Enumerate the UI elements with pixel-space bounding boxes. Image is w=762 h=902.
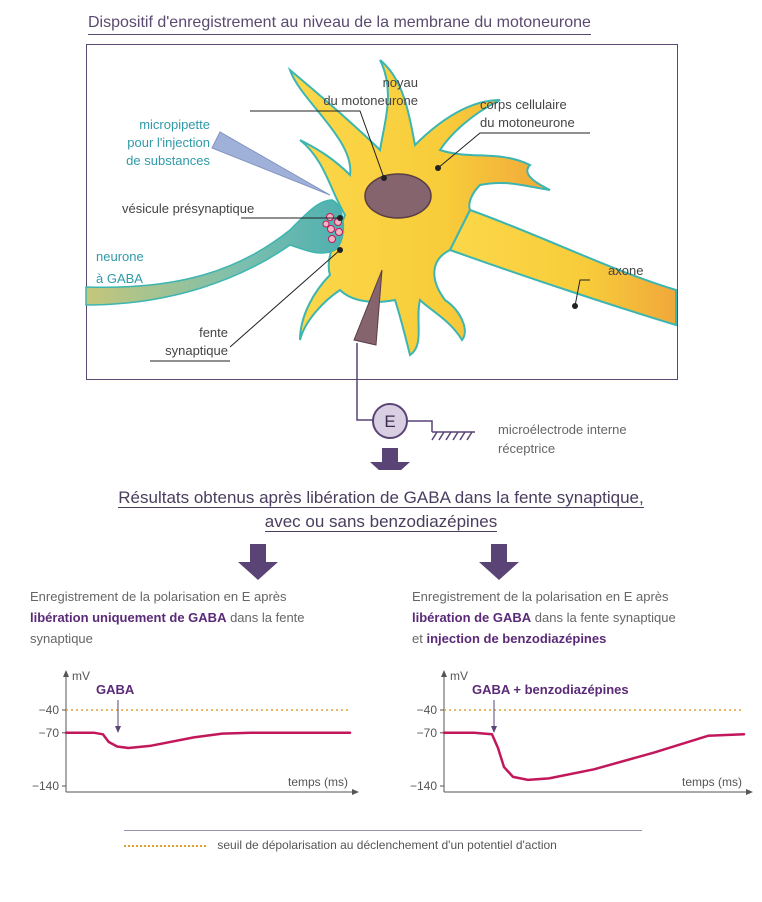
y-tick-label: −40 [39,703,60,717]
legend-divider [124,830,642,831]
y-tick-label: −140 [32,779,59,793]
annotation-gaba: GABA [96,682,135,697]
left-panel-description: Enregistrement de la polarisation en E a… [30,589,305,646]
results-line1: Résultats obtenus après libération de GA… [118,488,644,508]
ground-icon [431,431,475,441]
chart-left: mV temps (ms) −40 −70 −140 GABA [32,669,359,795]
arrow-down-icon [370,448,410,470]
potential-curve [64,731,352,750]
diagram-frame [86,44,678,380]
annotation-benzo: + benzodiazépines [510,682,629,697]
potential-curve [442,731,746,782]
y-tick-label: −140 [410,779,437,793]
x-axis-arrow-icon [746,789,753,795]
diagram-title: Dispositif d'enregistrement au niveau de… [88,14,591,35]
microelectrode [353,269,383,346]
gaba-arrow-head-icon [491,726,497,733]
label-vesicule: vésicule présynaptique [122,201,255,216]
x-axis-label: temps (ms) [288,775,348,789]
legend-threshold-label: seuil de dépolarisation au déclenchement… [217,838,557,852]
result-arrows [238,544,519,580]
gaba-neuron [85,199,345,306]
results-line2: avec ou sans benzodiazépines [264,512,498,532]
right-panel-description: Enregistrement de la polarisation en E a… [412,589,676,646]
x-axis-arrow-icon [352,789,359,795]
axon [448,208,677,327]
legend: seuil de dépolarisation au déclenchement… [124,838,557,852]
charts: mV temps (ms) −40 −70 −140 GABA mV temps (ms) −4… [32,669,753,795]
y-axis-label: mV [72,669,90,683]
label-axone: axone [608,263,644,278]
annotation-gaba: GABA + benzodiazépines [472,682,629,697]
gaba-arrow-head-icon [115,726,121,733]
y-tick-label: −70 [39,726,60,740]
y-axis-arrow-icon [63,670,69,677]
neuron-illustration: E [85,59,677,470]
arrow-down-icon [238,544,278,580]
arrow-down-icon [479,544,519,580]
threshold-swatch [124,844,206,847]
nucleus [364,173,432,219]
y-tick-label: −40 [417,703,438,717]
y-axis-arrow-icon [441,670,447,677]
y-axis-label: mV [450,669,468,683]
micropipette [211,131,331,196]
vesicles [322,213,343,243]
x-axis-label: temps (ms) [682,775,742,789]
results-heading: Résultats obtenus après libération de GA… [20,486,742,534]
y-tick-label: −70 [417,726,438,740]
electrode-letter: E [384,412,395,431]
chart-right: mV temps (ms) −40 −70 −140 GABA + benzodiazép… [410,669,753,795]
